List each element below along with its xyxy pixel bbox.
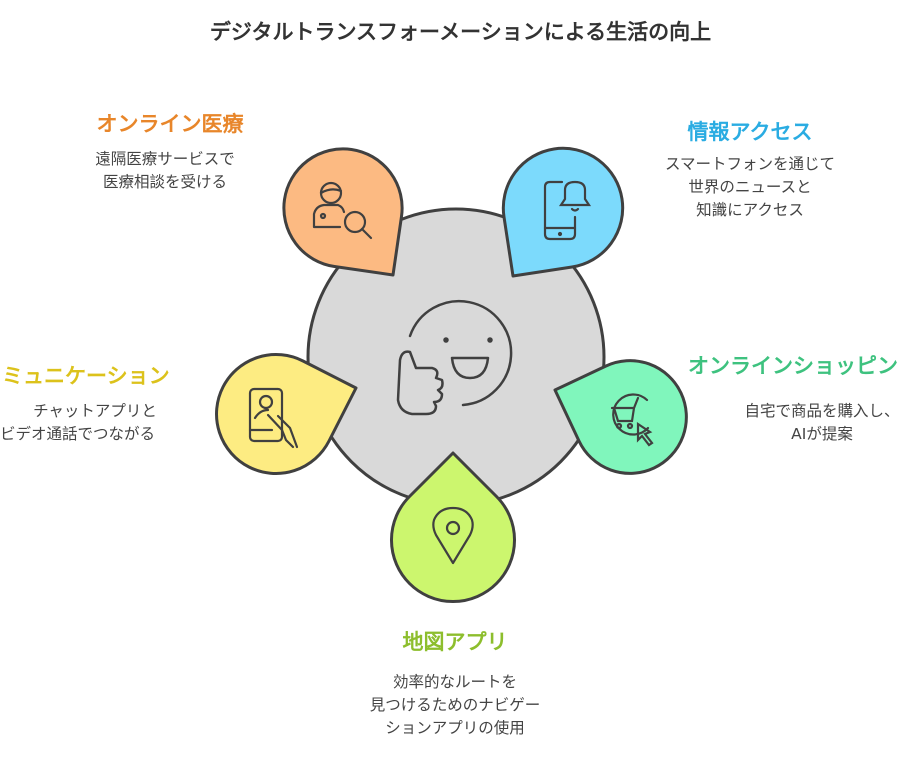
- petal-map: [390, 451, 516, 603]
- desc-line: 遠隔医療サービスで: [95, 150, 235, 168]
- heading-communication: ミュニケーション: [2, 364, 170, 388]
- desc-line: AIが提案: [791, 425, 853, 443]
- map-pin-icon: [432, 506, 474, 565]
- petal-access: [501, 146, 625, 278]
- desc-line: チャットアプリと: [33, 402, 157, 420]
- desc-communication: チャットアプリと ビデオ通話でつながる: [0, 400, 190, 446]
- doctor-search-icon: [312, 181, 373, 240]
- desc-line: 世界のニュースと: [688, 178, 812, 196]
- desc-map: 効率的なルートを 見つけるためのナビゲー ションアプリの使用: [355, 671, 555, 740]
- desc-line: 効率的なルートを: [392, 673, 517, 691]
- desc-line: 知識にアクセス: [696, 201, 804, 219]
- smiley-thumbs-up-icon: [396, 299, 513, 416]
- desc-line: ビデオ通話でつながる: [0, 425, 156, 443]
- diagram-title: デジタルトランスフォーメーションによる生活の向上: [209, 20, 712, 44]
- cart-cursor-icon: [610, 393, 654, 447]
- desc-line: 自宅で商品を購入し、: [744, 402, 900, 420]
- petal-shopping: [553, 359, 688, 475]
- heading-map: 地図アプリ: [402, 630, 508, 654]
- desc-line: スマートフォンを通じて: [664, 155, 836, 173]
- desc-shopping: 自宅で商品を購入し、 AIが提案: [722, 400, 921, 446]
- petal-communication: [215, 353, 358, 475]
- desc-line: 医療相談を受ける: [102, 173, 227, 191]
- desc-line: ションアプリの使用: [385, 719, 525, 737]
- heading-medical: オンライン医療: [96, 112, 244, 136]
- desc-medical: 遠隔医療サービスで 医療相談を受ける: [65, 148, 265, 194]
- desc-access: スマートフォンを通じて 世界のニュースと 知識にアクセス: [650, 153, 850, 222]
- heading-access: 情報アクセス: [687, 120, 813, 144]
- desc-line: 見つけるためのナビゲー: [369, 696, 541, 714]
- heading-shopping: オンラインショッピン: [688, 354, 898, 378]
- phone-notification-icon: [543, 180, 592, 241]
- video-call-phone-icon: [248, 387, 299, 449]
